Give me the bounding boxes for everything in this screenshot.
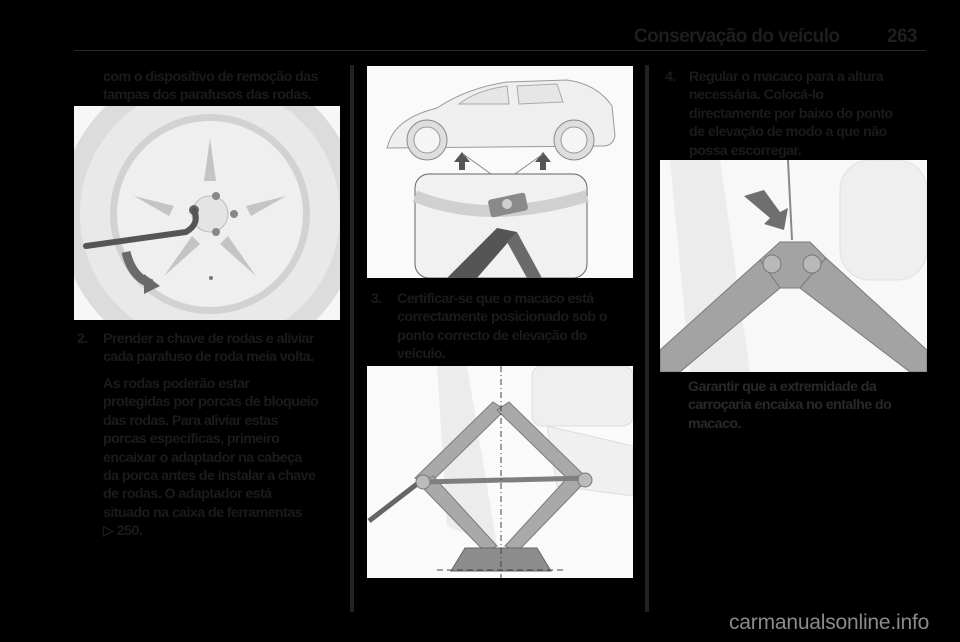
wheel-wrench-illustration	[74, 106, 340, 320]
text-line: carroçaria encaixa no entalhe do	[688, 397, 892, 414]
text-line: directamente por baixo do ponto	[689, 105, 893, 122]
step-3: 3. Certificar-se que o macaco está corre…	[371, 290, 646, 364]
text-line: macaco.	[688, 415, 741, 432]
page-number: 263	[887, 26, 918, 47]
step-4-note: Garantir que a extremidade da carroçaria…	[688, 378, 938, 433]
text-line: Regular o macaco para a altura	[689, 69, 884, 85]
step-2-note: As rodas poderão estar protegidas por po…	[103, 375, 353, 541]
figure-jack-head-detail	[660, 160, 927, 372]
figure-car-jacking-points	[367, 66, 633, 278]
text-line: ponto correcto de elevação do	[397, 327, 587, 344]
column-divider-2	[645, 65, 649, 612]
jack-head-detail-illustration	[660, 160, 927, 372]
text-line: Prender a chave de rodas e aliviar	[103, 331, 314, 347]
text-line: cada parafuso de roda meia volta.	[103, 349, 314, 366]
text-line: encaixar o adaptador na cabeça	[103, 449, 302, 466]
text-line: As rodas poderão estar	[103, 376, 250, 392]
text-line: situado na caixa de ferramentas	[103, 504, 303, 521]
figure-wheel-wrench	[74, 106, 340, 320]
text-line: da porca antes de instalar a chave	[103, 468, 316, 485]
footer-watermark: carmanualsonline.info	[729, 611, 930, 634]
step-4: 4. Regular o macaco para a altura necess…	[665, 68, 940, 160]
column-divider-1	[350, 65, 354, 612]
text-line: Garantir que a extremidade da	[688, 379, 877, 395]
text-line: Certificar-se que o macaco está	[397, 291, 594, 307]
header-rule	[74, 50, 926, 51]
step-number: 2.	[77, 331, 88, 347]
text-line: de rodas. O adaptador está	[103, 486, 272, 503]
step-number: 3.	[371, 291, 382, 307]
intro-text: com o dispositivo de remoção das tampas …	[103, 68, 353, 105]
text-line: das rodas. Para aliviar estas	[103, 412, 278, 429]
text-line: com o dispositivo de remoção das	[103, 69, 319, 85]
text-line: necessária. Colocá-lo	[689, 87, 824, 104]
text-line: tampas dos parafusos das rodas.	[103, 87, 312, 104]
step-2: 2. Prender a chave de rodas e aliviar ca…	[77, 330, 352, 367]
text-line: porcas específicas, primeiro	[103, 431, 280, 448]
text-line: veículo.	[397, 346, 446, 363]
car-jacking-points-illustration	[367, 66, 633, 278]
jack-position-illustration	[367, 366, 633, 578]
cross-reference-icon: ▷	[103, 523, 114, 540]
cross-reference-page: 250.	[116, 523, 143, 540]
text-line: possa escorregar.	[689, 142, 802, 159]
page-header-title: Conservação do veículo	[634, 26, 840, 47]
step-number: 4.	[665, 69, 676, 85]
text-line: correctamente posicionado sob o	[397, 309, 608, 326]
text-line: protegidas por porcas de bloqueio	[103, 394, 319, 411]
cross-reference-link[interactable]: ▷ 250.	[103, 522, 353, 540]
figure-jack-position	[367, 366, 633, 578]
text-line: de elevação de modo a que não	[689, 124, 887, 141]
